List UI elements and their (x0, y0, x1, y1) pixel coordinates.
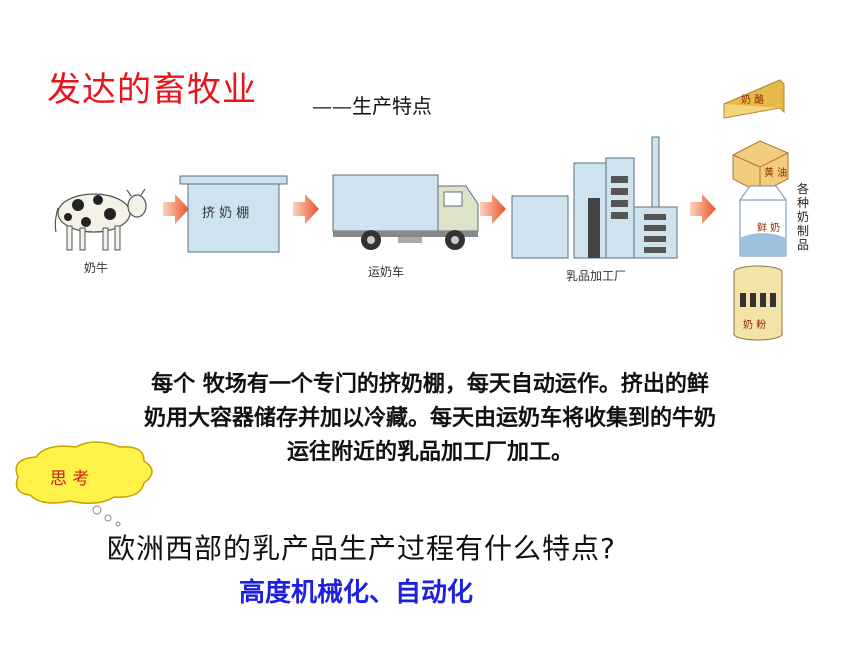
factory-label: 乳品加工厂 (566, 269, 627, 283)
milk-truck-icon (332, 174, 479, 250)
arrow-3 (480, 194, 506, 224)
description-paragraph: 每个 牧场有一个专门的挤奶棚，每天自动运作。挤出的鲜 奶用大容器储存并加以冷藏。… (30, 368, 830, 470)
milking-shed-icon (179, 175, 288, 253)
cheese-label: 奶 酪 (741, 95, 765, 106)
butter-icon (732, 140, 789, 194)
page-title: 发达的畜牧业 (47, 70, 257, 110)
description-line-1: 每个 牧场有一个专门的挤奶棚，每天自动运作。挤出的鲜 (151, 372, 709, 397)
products-label: 各种奶制品 (797, 182, 810, 252)
shed-label: 挤 奶 棚 (202, 206, 250, 221)
cow-label: 奶牛 (84, 261, 109, 275)
fresh-milk-label: 鲜 奶 (757, 223, 781, 234)
dairy-factory-icon (511, 136, 678, 259)
milk-powder-icon (733, 265, 783, 341)
answer-text: 高度机械化、自动化 (239, 578, 474, 608)
arrow-1 (163, 194, 189, 224)
page-subtitle: ——生产特点 (312, 94, 432, 118)
milk-powder-label: 奶 粉 (743, 320, 767, 331)
description-line-3: 运往附近的乳品加工厂加工。 (286, 440, 573, 465)
cow-icon (54, 188, 147, 251)
arrow-2 (293, 194, 319, 224)
think-bubble-label: 思 考 (50, 469, 90, 489)
fresh-milk-icon (739, 185, 787, 257)
butter-label: 黄 油 (764, 168, 788, 179)
description-line-2: 奶用大容器储存并加以冷藏。每天由运奶车将收集到的牛奶 (143, 406, 716, 431)
flow-arrows (163, 194, 716, 224)
truck-label: 运奶车 (368, 265, 405, 279)
question-text: 欧洲西部的乳产品生产过程有什么特点? (107, 532, 616, 565)
think-bubble-icon (15, 441, 153, 527)
arrow-4 (690, 194, 716, 224)
cheese-icon (723, 79, 785, 119)
